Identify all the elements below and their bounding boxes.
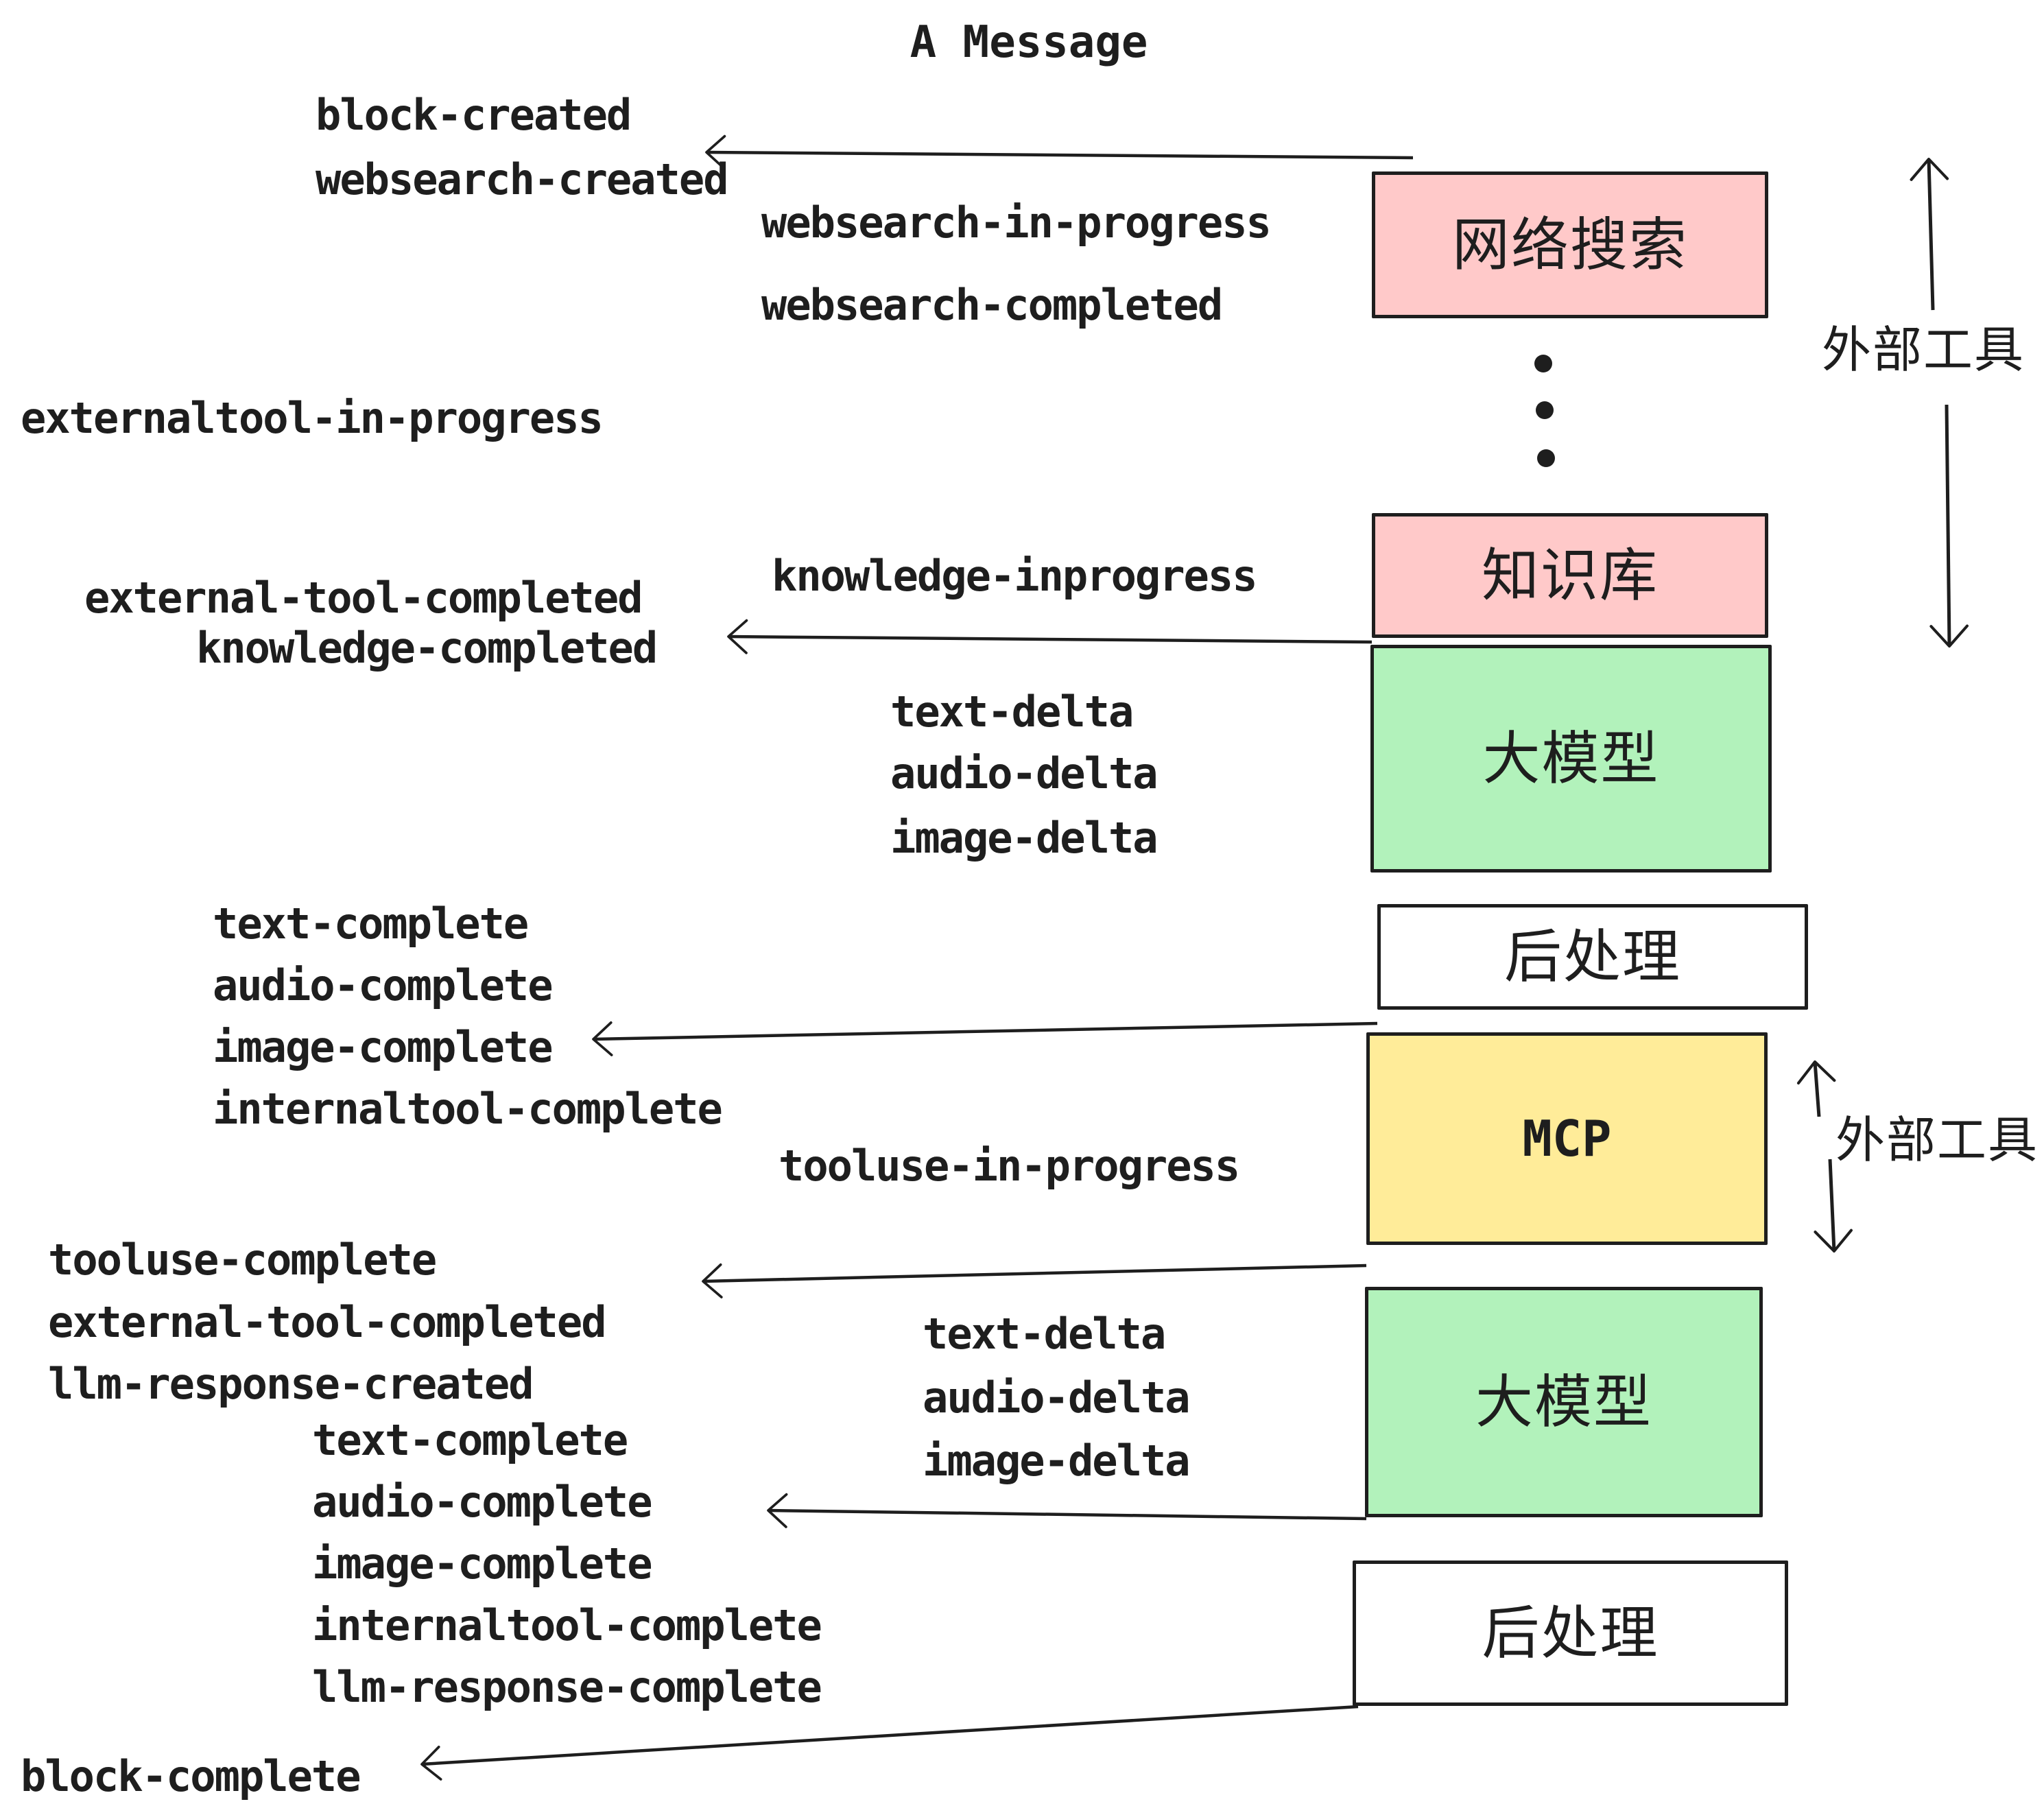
ellipsis-dots (1534, 355, 1555, 467)
event-label-llm-response-complete: llm-response-complete (312, 1662, 822, 1712)
box-postprocess-bottom-label: 后处理 (1482, 1600, 1659, 1667)
box-postprocess-top-label: 后处理 (1504, 923, 1681, 990)
event-label-text-complete-2: text-complete (312, 1415, 628, 1465)
external-tools-top-label: 外部工具 (1822, 321, 2025, 379)
event-label-websearch-created: websearch-created (316, 154, 729, 204)
event-label-tooluse-complete: tooluse-complete (48, 1235, 437, 1285)
event-label-text-delta: text-delta (890, 687, 1134, 737)
event-label-image-delta: image-delta (890, 813, 1158, 863)
event-label-internaltool-complete-2: internaltool-complete (312, 1600, 822, 1650)
external-tools-top-down-arrow (1929, 404, 1969, 648)
page-title: A Message (910, 17, 1148, 68)
arrow-to-knowledge-completed (727, 619, 1372, 654)
box-websearch-label: 网络搜索 (1451, 211, 1688, 278)
event-label-audio-complete-2: audio-complete (312, 1477, 653, 1527)
event-label-image-complete: image-complete (213, 1022, 554, 1072)
box-knowledge-label: 知识库 (1481, 542, 1659, 609)
event-label-externaltool-in-progress: externaltool-in-progress (21, 393, 604, 443)
arrow-to-image-complete (592, 1021, 1378, 1056)
event-label-external-tool-completed: external-tool-completed (84, 573, 643, 623)
event-label-text-delta-2: text-delta (923, 1309, 1166, 1359)
external-tools-top-up-arrow (1910, 157, 1949, 311)
box-websearch: 网络搜索 (1372, 171, 1768, 318)
box-llm-bottom: 大模型 (1365, 1287, 1763, 1517)
event-label-audio-complete: audio-complete (213, 960, 554, 1010)
box-postprocess-bottom: 后处理 (1353, 1560, 1788, 1706)
box-postprocess-top: 后处理 (1377, 904, 1808, 1010)
external-tools-bottom-down-arrow (1814, 1159, 1853, 1253)
event-label-image-complete-2: image-complete (312, 1539, 653, 1589)
box-mcp-label: MCP (1522, 1110, 1612, 1167)
event-label-block-complete: block-complete (21, 1751, 361, 1801)
box-llm-top-label: 大模型 (1482, 725, 1660, 792)
event-label-tooluse-in-progress: tooluse-in-progress (779, 1141, 1240, 1191)
event-label-knowledge-inprogress: knowledge-inprogress (772, 551, 1258, 601)
event-label-llm-response-created: llm-response-created (48, 1359, 534, 1409)
arrow-to-audio-complete (767, 1493, 1367, 1528)
event-label-audio-delta-2: audio-delta (923, 1373, 1191, 1423)
event-label-external-tool-completed-2: external-tool-completed (48, 1297, 607, 1347)
event-label-websearch-in-progress: websearch-in-progress (761, 198, 1272, 248)
event-label-block-created: block-created (316, 90, 632, 140)
arrow-to-block-created (705, 134, 1414, 170)
event-label-audio-delta: audio-delta (890, 748, 1158, 798)
event-label-text-complete: text-complete (213, 899, 529, 949)
event-label-websearch-completed: websearch-completed (761, 280, 1223, 330)
event-label-image-delta-2: image-delta (923, 1436, 1191, 1486)
event-label-internaltool-complete: internaltool-complete (213, 1084, 723, 1134)
box-knowledge: 知识库 (1372, 513, 1768, 638)
arrow-to-block-complete (420, 1705, 1359, 1781)
event-label-knowledge-completed: knowledge-completed (196, 623, 658, 673)
box-mcp: MCP (1366, 1032, 1768, 1245)
arrow-to-tooluse-complete (702, 1263, 1367, 1298)
external-tools-bottom-up-arrow (1796, 1060, 1836, 1117)
external-tools-bottom-label: 外部工具 (1835, 1111, 2039, 1169)
box-llm-bottom-label: 大模型 (1475, 1368, 1652, 1436)
box-llm-top: 大模型 (1370, 645, 1772, 873)
